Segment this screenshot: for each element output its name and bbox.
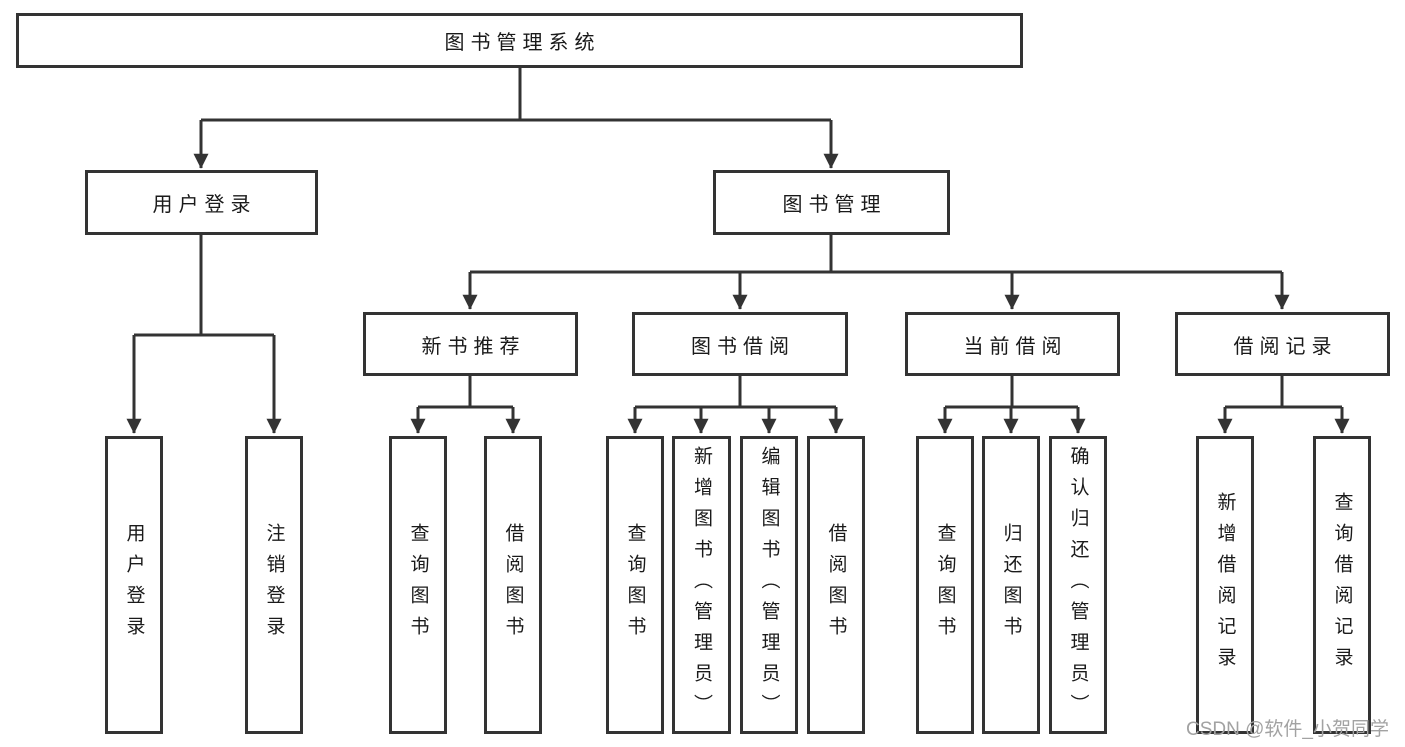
leaf-query-books-1: 查询图书 [389, 436, 447, 734]
node-label: 查询借阅记录 [1331, 492, 1353, 678]
leaf-logout: 注销登录 [245, 436, 303, 734]
node-label: 归还图书 [1000, 523, 1022, 647]
node-book-management: 图书管理 [713, 170, 950, 235]
leaf-add-books-admin: 新增图书（管理员） [672, 436, 731, 734]
csdn-watermark: CSDN @软件_小贺同学 [1186, 719, 1389, 740]
leaf-borrow-books-2: 借阅图书 [807, 436, 865, 734]
leaf-confirm-return-admin: 确认归还（管理员） [1049, 436, 1107, 734]
node-book-borrowing: 图书借阅 [632, 312, 848, 376]
leaf-query-borrow-record: 查询借阅记录 [1313, 436, 1371, 734]
node-label: 查询图书 [934, 523, 956, 647]
node-label: 新增借阅记录 [1214, 492, 1236, 678]
node-label: 确认归还（管理员） [1067, 445, 1089, 725]
node-label: 用户登录 [152, 194, 257, 216]
node-borrowing-records: 借阅记录 [1175, 312, 1390, 376]
node-book-management-system: 图书管理系统 [16, 13, 1023, 68]
leaf-query-books-2: 查询图书 [606, 436, 664, 734]
node-label: 借阅图书 [825, 523, 847, 647]
node-label: 查询图书 [407, 523, 429, 647]
node-label: 当前借阅 [963, 335, 1068, 358]
node-label: 新增图书（管理员） [691, 445, 712, 725]
node-label: 借阅记录 [1233, 335, 1338, 358]
node-label: 图书管理系统 [444, 32, 601, 54]
leaf-edit-books-admin: 编辑图书（管理员） [740, 436, 798, 734]
leaf-borrow-books-1: 借阅图书 [484, 436, 542, 734]
node-label: 查询图书 [624, 523, 646, 647]
node-label: 借阅图书 [502, 523, 524, 647]
node-label: 用户登录 [123, 523, 145, 647]
node-current-borrowing: 当前借阅 [905, 312, 1120, 376]
leaf-add-borrow-record: 新增借阅记录 [1196, 436, 1254, 734]
node-label: 图书管理 [782, 194, 887, 216]
node-label: 编辑图书（管理员） [758, 445, 780, 725]
leaf-query-books-3: 查询图书 [916, 436, 974, 734]
node-user-login: 用户登录 [85, 170, 318, 235]
leaf-return-books: 归还图书 [982, 436, 1040, 734]
node-label: 注销登录 [263, 523, 285, 647]
leaf-user-login: 用户登录 [105, 436, 163, 734]
node-new-book-recommendation: 新书推荐 [363, 312, 578, 376]
node-label: 图书借阅 [691, 335, 795, 358]
node-label: 新书推荐 [421, 335, 526, 358]
